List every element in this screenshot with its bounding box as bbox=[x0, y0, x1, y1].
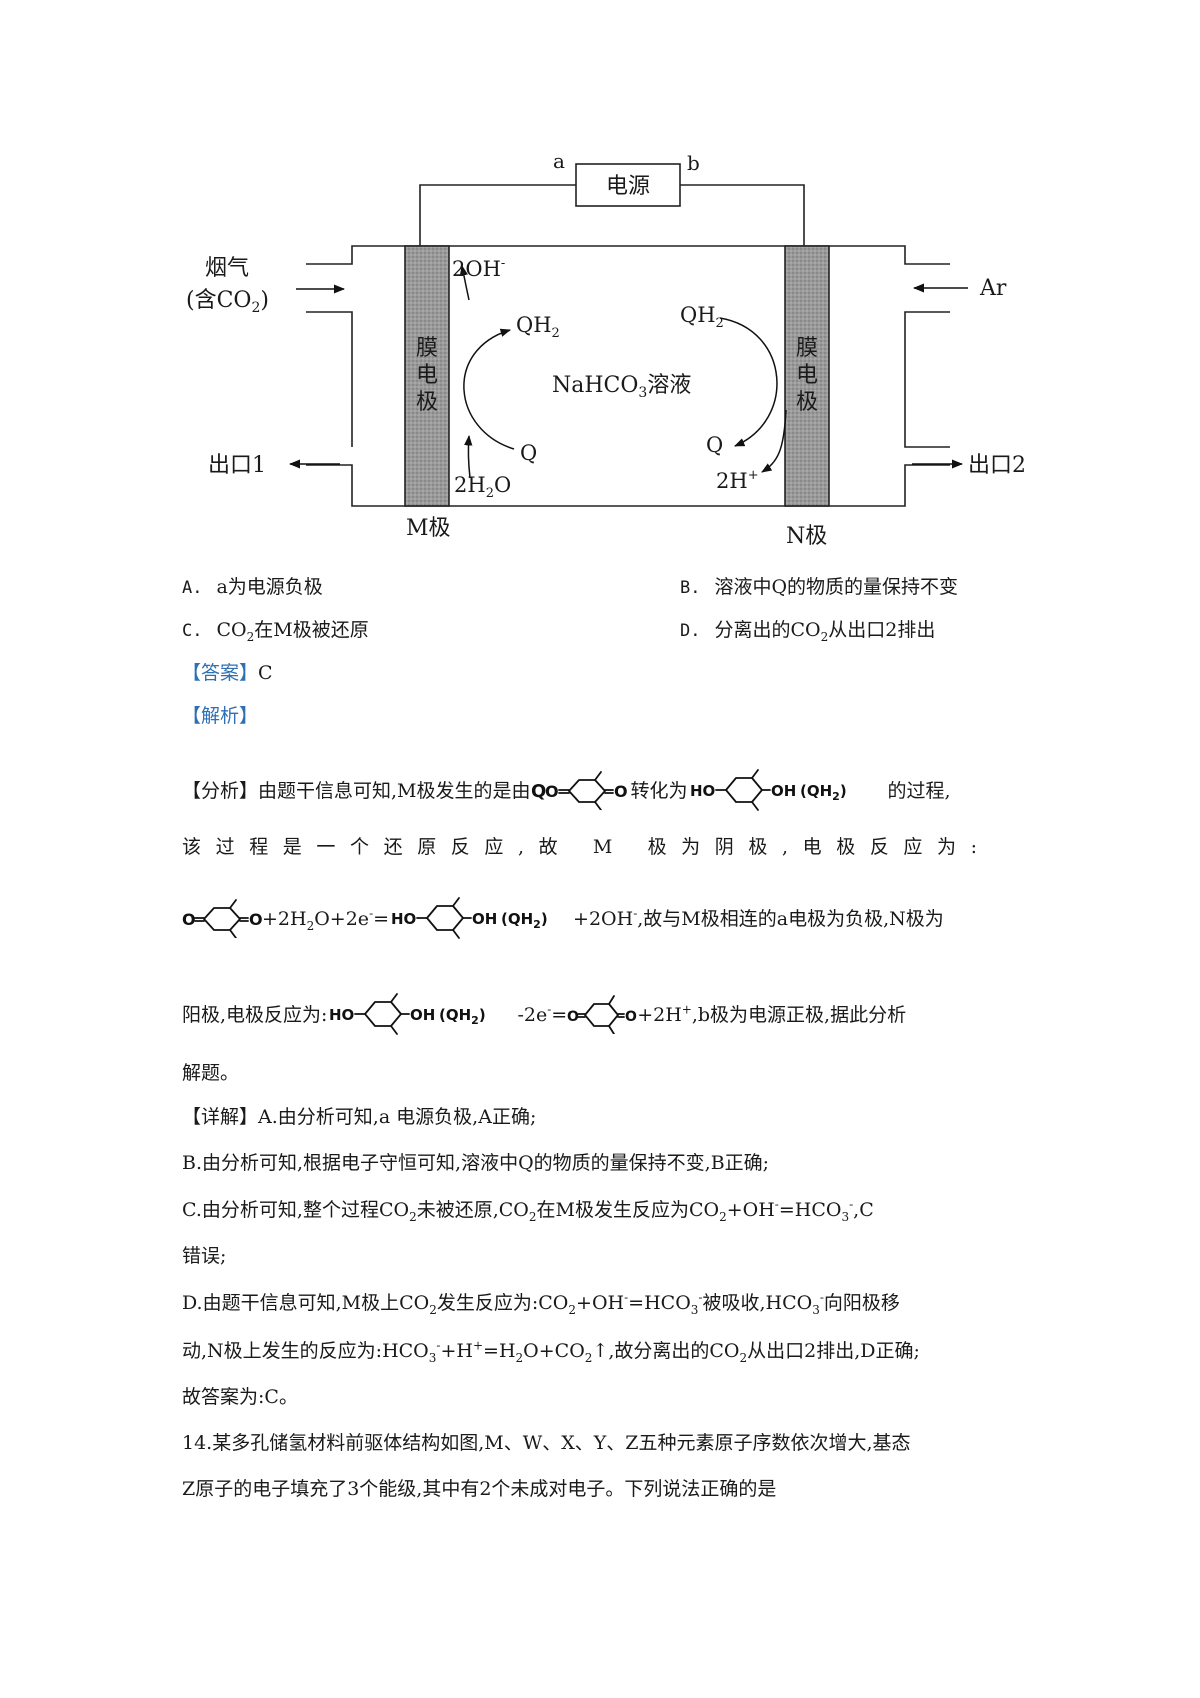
option-c-label: C. bbox=[182, 621, 203, 641]
analysis-header: 【解析】 bbox=[182, 705, 259, 727]
right-arc-main bbox=[719, 317, 778, 447]
ar-label: Ar bbox=[979, 276, 1007, 301]
svg-text:(QH2): (QH2) bbox=[439, 1006, 486, 1027]
option-c[interactable]: C. CO2在M极被还原 bbox=[182, 617, 369, 644]
solution-label: NaHCO3溶液 bbox=[552, 373, 691, 401]
wire-b bbox=[680, 184, 805, 246]
analysis-line-3: O O +2H2O+2e-= HO OH (QH2) +2OH-,故与M极相连的… bbox=[182, 897, 944, 942]
right-q-label: Q bbox=[706, 433, 723, 457]
detail-line-d2: 动,N极上发生的反应为:HCO3-+H+=H2O+CO2↑,故分离出的CO2从出… bbox=[182, 1338, 920, 1365]
analysis-line-4: 阳极,电极反应为: HO OH (QH2) -2e-= O O +2H+,b极为… bbox=[182, 993, 906, 1038]
left-arc-to-2oh bbox=[459, 264, 470, 301]
membrane-electrode-m bbox=[404, 245, 450, 507]
left-arc-main bbox=[463, 328, 515, 450]
left-q-label: Q bbox=[520, 441, 537, 465]
terminal-a-label: a bbox=[553, 149, 565, 173]
question-14-line-2: Z原子的电子填充了3个能级,其中有2个未成对电子。下列说法正确的是 bbox=[182, 1478, 777, 1500]
analysis-line-5: 解题。 bbox=[182, 1062, 240, 1084]
power-source-label: 电源 bbox=[606, 174, 650, 199]
answer-line: 【答案】C bbox=[182, 660, 273, 686]
hydroquinone-structure-2: HO OH (QH2) bbox=[391, 897, 548, 939]
option-d-text: 分离出的CO2从出口2排出 bbox=[714, 619, 936, 644]
outlet-2-label: 出口2 bbox=[968, 453, 1026, 478]
detail-line-c2: 错误; bbox=[182, 1245, 227, 1267]
option-b[interactable]: B. 溶液中Q的物质的量保持不变 bbox=[680, 574, 958, 601]
quinone-structure-2: O O bbox=[182, 899, 262, 938]
terminal-b-label: b bbox=[687, 151, 700, 175]
answer-value: C bbox=[258, 662, 273, 684]
membrane-m-char-2: 电 bbox=[416, 363, 438, 388]
svg-text:HO: HO bbox=[329, 1006, 354, 1024]
right-arc-to-2h bbox=[761, 409, 787, 473]
right-2h-label: 2H+ bbox=[716, 468, 759, 493]
detail-line-d1: D.由题干信息可知,M极上CO2发生反应为:CO2+OH-=HCO3-被吸收,H… bbox=[182, 1290, 900, 1317]
quinone-structure-3: O O bbox=[567, 995, 637, 1034]
hydroquinone-structure: HO OH (QH2) bbox=[690, 769, 847, 811]
flue-gas-label: 烟气 bbox=[205, 256, 249, 281]
question-14-line-1: 14.某多孔储氢材料前驱体结构如图,M、W、X、Y、Z五种元素原子序数依次增大,… bbox=[182, 1432, 911, 1454]
right-qh2-label: QH2 bbox=[680, 303, 724, 331]
quinone-structure: Q O O bbox=[531, 771, 628, 810]
svg-text:HO: HO bbox=[391, 910, 416, 928]
option-d-label: D. bbox=[680, 621, 701, 641]
option-a-label: A. bbox=[182, 578, 203, 598]
detail-line-a: 【详解】A.由分析可知,a 电源负极,A正确; bbox=[182, 1106, 537, 1128]
svg-text:O: O bbox=[545, 782, 559, 801]
option-b-label: B. bbox=[680, 578, 701, 598]
detail-line-c1: C.由分析可知,整个过程CO2未被还原,CO2在M极发生反应为CO2+OH-=H… bbox=[182, 1197, 874, 1224]
svg-text:O: O bbox=[182, 910, 196, 929]
membrane-n-char-3: 极 bbox=[796, 390, 818, 415]
analysis-line-2: 该过程是一个还原反应,故 M 极为阴极,电极反应为: bbox=[182, 836, 992, 858]
wire-a bbox=[419, 184, 576, 246]
svg-text:OH: OH bbox=[410, 1006, 435, 1024]
outlet-1-label: 出口1 bbox=[208, 453, 266, 478]
detail-conclusion: 故答案为:C。 bbox=[182, 1386, 298, 1408]
membrane-m-char-3: 极 bbox=[416, 390, 438, 415]
svg-text:OH: OH bbox=[771, 782, 796, 800]
answer-tag: 【答案】 bbox=[182, 662, 259, 684]
hydroquinone-structure-3: HO OH (QH2) bbox=[329, 993, 486, 1035]
svg-text:O: O bbox=[614, 782, 628, 801]
svg-text:O: O bbox=[625, 1009, 637, 1025]
svg-text:HO: HO bbox=[690, 782, 715, 800]
electrode-m-label: M极 bbox=[406, 516, 451, 541]
option-c-text: CO2在M极被还原 bbox=[216, 619, 369, 644]
membrane-m-char-1: 膜 bbox=[416, 336, 438, 361]
power-source: 电源 bbox=[575, 163, 681, 207]
left-2h2o-label: 2H2O bbox=[454, 473, 511, 501]
svg-text:(QH2): (QH2) bbox=[800, 782, 847, 803]
flue-gas-co2-label: (含CO2) bbox=[186, 288, 269, 316]
svg-text:(QH2): (QH2) bbox=[501, 910, 548, 931]
svg-text:Q: Q bbox=[531, 781, 546, 802]
membrane-n-char-1: 膜 bbox=[796, 336, 818, 361]
svg-text:O: O bbox=[249, 910, 262, 929]
option-a[interactable]: A. a为电源负极 bbox=[182, 574, 323, 601]
left-qh2-label: QH2 bbox=[516, 313, 560, 341]
svg-text:O: O bbox=[567, 1009, 579, 1025]
option-d[interactable]: D. 分离出的CO2从出口2排出 bbox=[680, 617, 935, 644]
cell-outline bbox=[306, 245, 950, 507]
electrode-n-label: N极 bbox=[786, 524, 827, 549]
svg-text:OH: OH bbox=[472, 910, 497, 928]
electrolysis-cell-diagram: 电源 a b 膜 电 极 膜 电 极 烟气 (含CO2) Ar 出口1 出口2 … bbox=[186, 149, 1026, 549]
option-b-text: 溶液中Q的物质的量保持不变 bbox=[714, 576, 959, 598]
left-arc-from-2h2o bbox=[464, 434, 473, 479]
membrane-electrode-n bbox=[784, 245, 830, 507]
membrane-n-char-2: 电 bbox=[796, 363, 818, 388]
option-a-text: a为电源负极 bbox=[216, 576, 323, 598]
left-2oh-label: 2OH- bbox=[452, 256, 505, 281]
detail-line-b: B.由分析可知,根据电子守恒可知,溶液中Q的物质的量保持不变,B正确; bbox=[182, 1152, 770, 1174]
analysis-line-1: 【分析】由题干信息可知,M极发生的是由 Q O O 转化为 HO OH (QH2… bbox=[182, 769, 951, 814]
